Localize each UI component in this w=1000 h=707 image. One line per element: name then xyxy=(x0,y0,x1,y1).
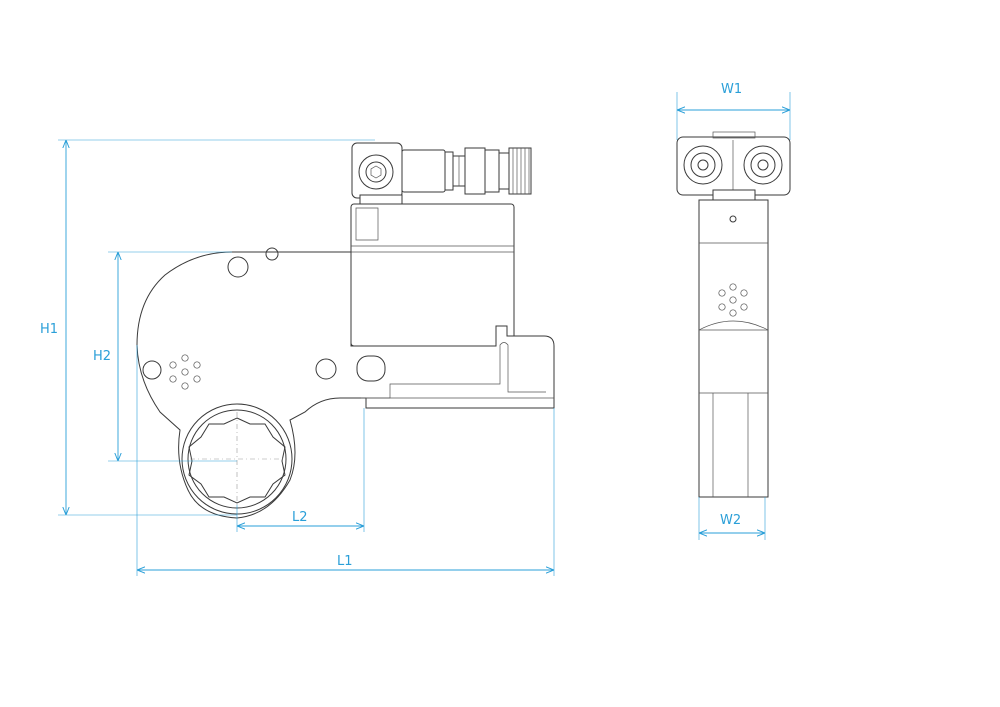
h2-label: H2 xyxy=(93,349,111,364)
w2-label: W2 xyxy=(720,513,741,528)
front-vent-holes xyxy=(718,283,748,317)
front-view xyxy=(676,131,791,498)
cylinder-body xyxy=(350,203,515,347)
front-column xyxy=(698,199,769,498)
swivel-coupling xyxy=(351,142,532,205)
side-view xyxy=(136,142,555,519)
h1-label: H1 xyxy=(40,322,58,337)
wrench-housing xyxy=(136,247,555,519)
dimension-lines: H1 H2 L1 L2 W1 W2 xyxy=(40,82,791,576)
front-swivel xyxy=(676,131,791,201)
l2-label: L2 xyxy=(292,510,308,525)
vent-holes xyxy=(169,354,201,390)
knurled-grip xyxy=(512,148,530,194)
w1-label: W1 xyxy=(721,82,742,97)
l1-label: L1 xyxy=(337,554,353,569)
